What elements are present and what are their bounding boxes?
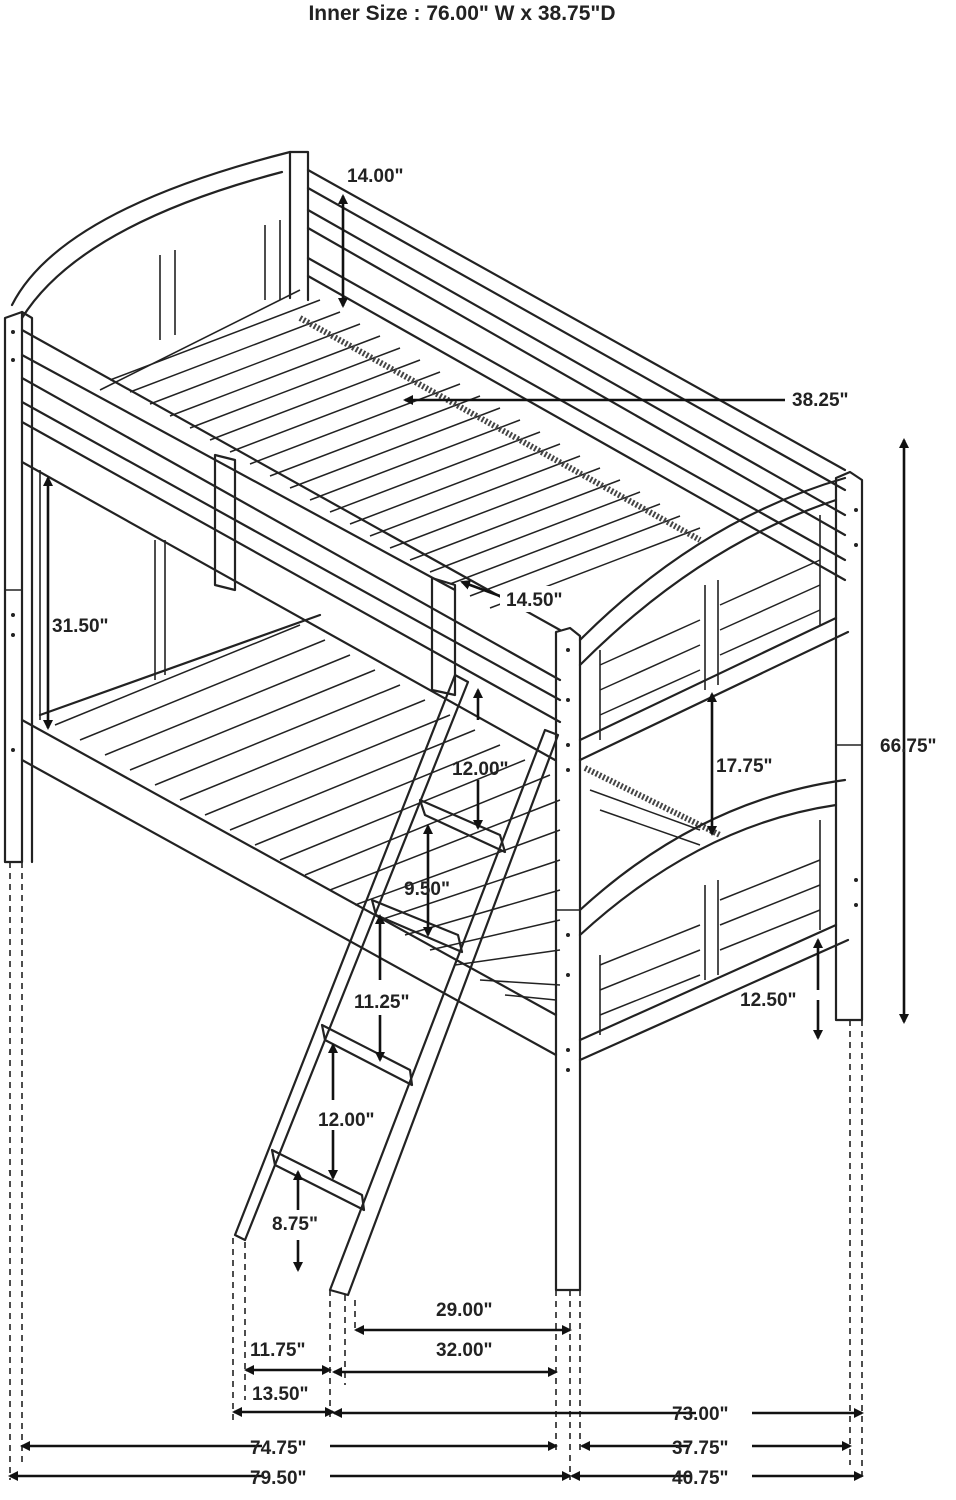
inner-size-title: Inner Size : 76.00" W x 38.75"D — [308, 2, 615, 25]
dim-ladder-depth-inner: 29.00" — [436, 1300, 493, 1321]
ladder — [233, 673, 560, 1297]
dim-length-inner: 74.75" — [250, 1438, 307, 1459]
dim-ladder-width-outer: 13.50" — [252, 1384, 309, 1405]
dim-total-height: 66.75" — [880, 736, 937, 757]
lower-slats — [54, 624, 701, 1001]
dim-ladder-width-inner: 11.75" — [250, 1340, 306, 1361]
dim-under-bed-clearance: 12.50" — [740, 990, 797, 1011]
upper-slats — [109, 299, 701, 609]
dim-length-outer: 79.50" — [250, 1468, 307, 1489]
dim-width-outer: 40.75" — [672, 1468, 729, 1489]
dim-width-inner: 37.75" — [672, 1438, 729, 1459]
dimension-arrows — [8, 194, 909, 1481]
dim-mattress-width: 38.25" — [792, 390, 849, 411]
dim-ladder-bottom: 8.75" — [272, 1214, 318, 1235]
dim-headboard-to-lower: 17.75" — [716, 756, 773, 777]
dim-bed-length: 73.00" — [672, 1404, 729, 1425]
dim-ladder-step-4: 12.00" — [318, 1110, 375, 1131]
dim-ladder-depth-outer: 32.00" — [436, 1340, 493, 1361]
dim-ladder-step-3: 11.25" — [354, 992, 410, 1013]
dim-ladder-step-2: 9.50" — [404, 879, 450, 900]
bed-drawing — [3, 150, 864, 1480]
dim-upper-clearance: 31.50" — [52, 616, 109, 637]
dim-guard-rail-gap: 14.50" — [506, 590, 563, 611]
dimension-labels: 14.00" 38.25" 14.50" 31.50" 66.75" 17.75… — [52, 166, 937, 1490]
dim-top-rail-height: 14.00" — [347, 166, 404, 187]
dim-ladder-step-top: 12.00" — [452, 759, 509, 780]
